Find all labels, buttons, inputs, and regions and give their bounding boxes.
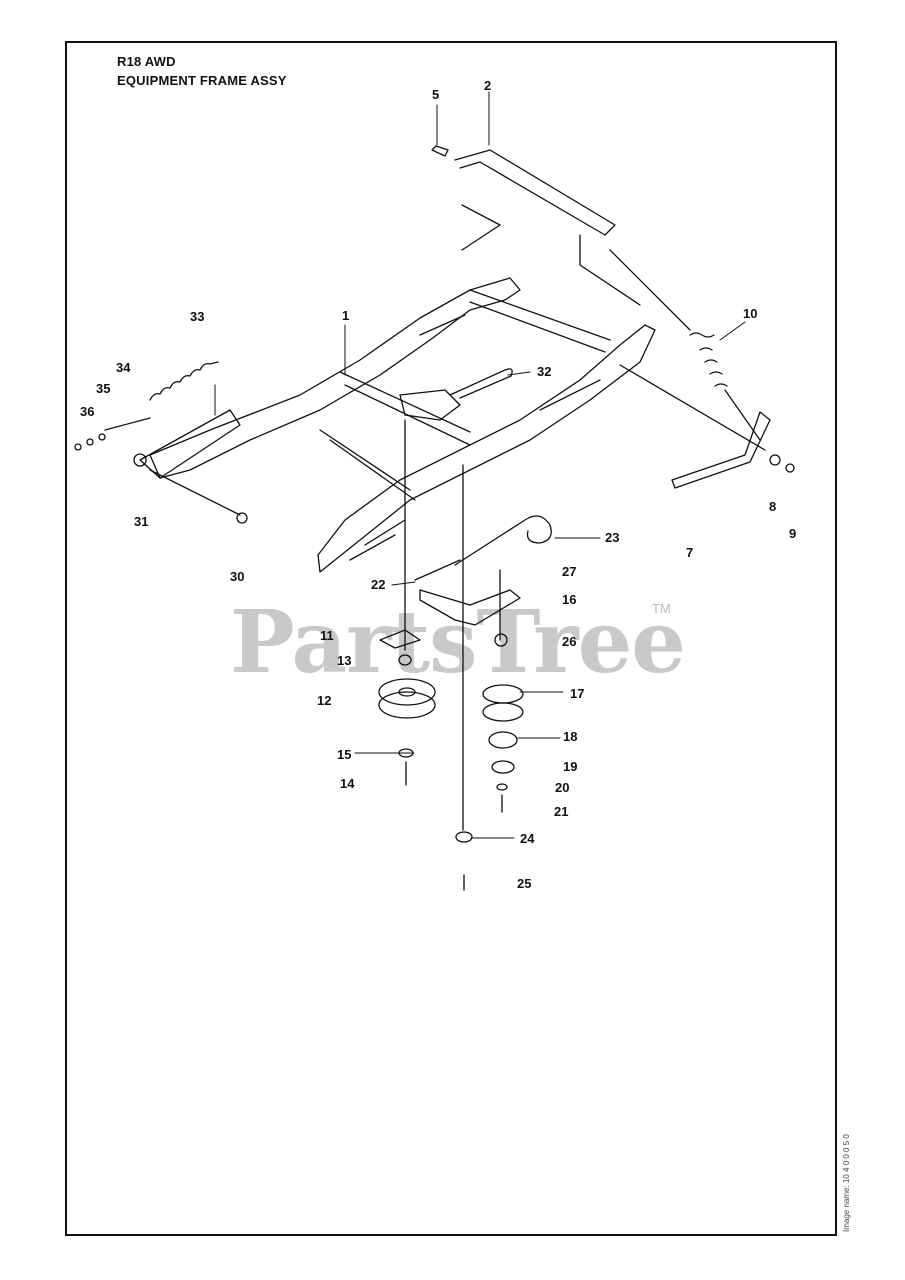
washer-24: [455, 831, 473, 843]
plate-11: [379, 629, 421, 649]
callout-23: 23: [605, 530, 620, 545]
spring-22: [414, 559, 461, 581]
spacer-26: [494, 633, 508, 647]
spacer-18: [488, 731, 518, 749]
callout-33: 33: [190, 309, 205, 324]
pulley-12: [378, 678, 436, 706]
spacer-13: [398, 654, 412, 666]
callout-21: 21: [554, 804, 569, 819]
callout-16: 16: [562, 592, 577, 607]
callout-36: 36: [80, 404, 95, 419]
callout-19: 19: [563, 759, 578, 774]
washer-19: [491, 760, 515, 774]
frame-inner-bracket: [399, 389, 461, 421]
frame-crossbar-rear: [469, 289, 611, 353]
bolt-9: [785, 463, 795, 473]
callout-30: 30: [230, 569, 245, 584]
callout-13: 13: [337, 653, 352, 668]
callout-32: 32: [537, 364, 552, 379]
model-title: R18 AWD: [117, 54, 176, 69]
callout-26: 26: [562, 634, 577, 649]
callout-5: 5: [432, 87, 440, 102]
callout-18: 18: [563, 729, 578, 744]
image-name-text: Image name: 10 4 0 0 0 5 0: [842, 1134, 851, 1232]
callout-24: 24: [520, 831, 535, 846]
watermark-logo: PartsTree: [230, 592, 686, 693]
bracket-7: [671, 411, 771, 489]
callout-20: 20: [555, 780, 570, 795]
rod-2: [454, 149, 616, 236]
bolt-31: [236, 512, 248, 524]
callout-34: 34: [116, 360, 131, 375]
bracket-16: [419, 589, 521, 626]
callout-15: 15: [337, 747, 352, 762]
callout-1: 1: [342, 308, 350, 323]
callout-2: 2: [484, 78, 492, 93]
callout-25: 25: [517, 876, 532, 891]
drawing-frame: [65, 41, 837, 1236]
frame-crossbar-mid: [319, 429, 416, 501]
callout-22: 22: [371, 577, 386, 592]
callout-31: 31: [134, 514, 149, 529]
pulley-17: [482, 684, 524, 704]
rod-36: [104, 417, 151, 431]
washer-8: [769, 454, 781, 466]
callout-10: 10: [743, 306, 758, 321]
callout-17: 17: [570, 686, 585, 701]
cable-23: [454, 515, 552, 566]
callout-12: 12: [317, 693, 332, 708]
washer-20: [496, 783, 508, 791]
frame-right-rail: [317, 324, 656, 573]
spring-33: [149, 361, 219, 401]
cable-32: [449, 368, 513, 399]
assembly-title: EQUIPMENT FRAME ASSY: [117, 73, 287, 88]
callout-14: 14: [340, 776, 355, 791]
callout-8: 8: [769, 499, 777, 514]
callout-35: 35: [96, 381, 111, 396]
watermark-trademark: TM: [652, 601, 671, 616]
spring-10: [689, 332, 728, 387]
bolt-5: [431, 145, 449, 157]
callout-9: 9: [789, 526, 797, 541]
callout-11: 11: [320, 628, 334, 643]
callout-7: 7: [686, 545, 694, 560]
callout-27: 27: [562, 564, 577, 579]
